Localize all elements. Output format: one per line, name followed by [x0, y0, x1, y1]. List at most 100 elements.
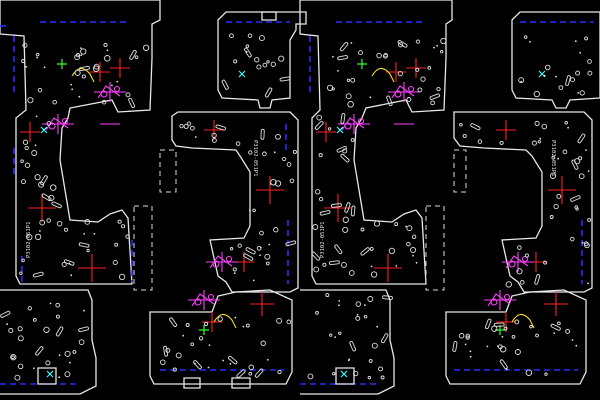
mounting-hole — [45, 360, 51, 366]
mounting-hole — [211, 137, 217, 143]
mounting-hole — [355, 315, 361, 321]
mounting-hole — [518, 77, 525, 84]
mounting-hole — [367, 296, 374, 302]
mounting-hole — [286, 162, 292, 167]
slot-cutout — [319, 210, 331, 216]
via-dot — [571, 339, 574, 341]
via-dot — [6, 323, 8, 326]
via-dot — [83, 309, 85, 312]
mounting-hole — [373, 220, 381, 227]
via-dot — [83, 233, 86, 235]
slot-cutout — [163, 345, 169, 357]
mounting-hole — [427, 66, 432, 70]
via-dot — [259, 254, 261, 257]
slot-cutout — [0, 310, 11, 318]
mounting-hole — [37, 87, 43, 93]
part-number-label: P3102-051P1 — [550, 140, 556, 176]
mounting-hole — [278, 55, 285, 62]
mounting-hole — [499, 345, 507, 353]
slot-cutout — [328, 260, 340, 266]
mounting-hole — [292, 149, 297, 154]
mounting-hole — [32, 318, 37, 322]
mounting-hole — [276, 317, 283, 324]
yellow-trace — [371, 67, 395, 83]
mounting-hole — [10, 354, 17, 361]
mounting-hole — [64, 350, 71, 357]
mounting-hole — [264, 253, 271, 260]
mounting-hole — [523, 35, 528, 39]
mounting-hole — [553, 203, 559, 210]
centerline-cross — [496, 312, 516, 332]
slot-cutout — [350, 205, 356, 217]
cyan-marker — [46, 370, 54, 378]
via-dot — [557, 157, 560, 160]
annotation-cross — [484, 290, 516, 310]
via-dot — [49, 302, 52, 305]
mounting-hole — [397, 70, 403, 77]
yellow-trace — [511, 313, 535, 329]
mounting-hole — [544, 64, 551, 71]
mounting-hole — [27, 97, 34, 104]
mounting-hole — [332, 372, 336, 376]
mounting-hole — [564, 121, 568, 125]
mounting-hole — [342, 216, 349, 223]
slot-cutout — [493, 322, 505, 327]
board-upper-right-b — [511, 11, 600, 109]
mounting-hole — [587, 59, 592, 64]
mounting-hole — [327, 127, 332, 131]
mounting-hole — [17, 335, 24, 342]
hole-layer — [0, 33, 593, 381]
mounting-hole — [22, 42, 28, 48]
slot-cutout — [360, 247, 370, 256]
mounting-hole — [175, 352, 182, 359]
mounting-hole — [247, 33, 253, 38]
mounting-hole — [14, 374, 21, 381]
mounting-hole — [248, 371, 253, 376]
via-dot — [338, 304, 340, 307]
annotation-polyline — [209, 255, 233, 269]
mounting-hole — [80, 48, 87, 55]
mounting-hole — [125, 92, 131, 98]
yellow-trace — [213, 313, 237, 329]
mounting-hole — [353, 370, 359, 377]
mounting-hole — [204, 321, 209, 326]
mounting-hole — [86, 248, 90, 253]
via-dot — [520, 80, 523, 83]
mounting-hole — [368, 358, 373, 363]
board-center — [133, 111, 299, 293]
via-dot — [369, 96, 372, 99]
mounting-hole — [562, 149, 568, 155]
mounting-hole — [270, 178, 277, 186]
mounting-hole — [410, 246, 417, 254]
mounting-hole — [11, 355, 15, 360]
via-dot — [575, 344, 578, 347]
mounting-hole — [583, 241, 589, 247]
slot-cutout — [344, 202, 351, 213]
mounting-hole — [541, 123, 548, 130]
mounting-hole — [415, 39, 421, 44]
slot-cutout — [79, 66, 90, 71]
mounting-hole — [329, 333, 333, 337]
slot-cutout — [340, 153, 350, 163]
via-dot — [364, 304, 366, 306]
mounting-hole — [558, 85, 564, 91]
mounting-hole — [48, 194, 55, 201]
board-lower-left — [0, 289, 97, 395]
via-dot — [34, 144, 37, 147]
mounting-hole — [186, 121, 192, 126]
slot-cutout — [571, 159, 579, 170]
mounting-hole — [312, 224, 319, 230]
mounting-hole — [318, 196, 324, 202]
mounting-hole — [318, 153, 323, 158]
via-dot — [33, 367, 35, 370]
mounting-hole — [430, 100, 435, 106]
mounting-hole — [274, 180, 282, 187]
mounting-hole — [165, 347, 171, 353]
mounting-hole — [579, 90, 585, 96]
mounting-hole — [277, 369, 282, 375]
centerline-cross — [78, 254, 106, 282]
slot-cutout — [340, 113, 346, 124]
mounting-hole — [117, 219, 122, 224]
mounting-hole — [19, 271, 23, 276]
